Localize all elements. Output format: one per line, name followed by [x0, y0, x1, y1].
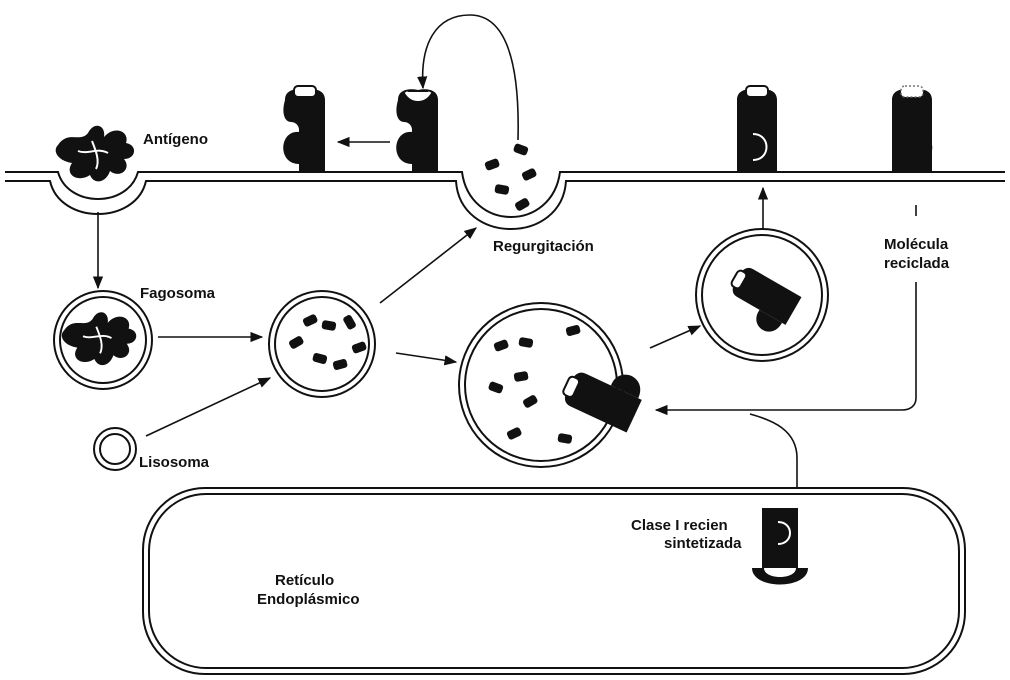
lysosome-vesicle — [94, 428, 136, 470]
phagosome-vesicle — [54, 291, 152, 389]
line-newly-synthesized — [750, 414, 797, 488]
mhc-molecule-empty — [396, 89, 438, 172]
label-antigen: Antígeno — [143, 131, 208, 148]
transport-vesicle — [696, 229, 828, 361]
regurgitated-peptides — [484, 143, 537, 212]
label-newly-synth-line1: Clase I recien — [631, 517, 728, 534]
plasma-membrane — [5, 172, 1005, 229]
arrow-lysosome-to-endosome — [146, 378, 270, 436]
label-er-line2: Endoplásmico — [257, 591, 360, 608]
arrow-to-regurgitation — [380, 228, 476, 303]
antigen-icon — [56, 126, 134, 182]
label-lysosome: Lisosoma — [139, 454, 210, 471]
label-recycled-line2: reciclada — [884, 255, 950, 272]
label-newly-synth-line2: sintetizada — [664, 535, 742, 552]
mhc-molecule-loaded — [283, 86, 325, 172]
arrow-to-loading-compartment — [396, 353, 456, 362]
label-recycled-line1: Molécula — [884, 236, 949, 253]
endoplasmic-reticulum — [143, 488, 965, 674]
loading-compartment — [459, 303, 649, 467]
arrow-to-transport-vesicle — [650, 326, 700, 348]
label-regurgitation: Regurgitación — [493, 238, 594, 255]
label-er-line1: Retículo — [275, 572, 334, 589]
mhc-molecule-new — [752, 508, 808, 585]
label-phagosome: Fagosoma — [140, 285, 216, 302]
endolysosome-vesicle — [269, 291, 375, 397]
mhc-molecule-recycled — [892, 86, 932, 172]
mhc-molecule-exported — [737, 86, 777, 172]
